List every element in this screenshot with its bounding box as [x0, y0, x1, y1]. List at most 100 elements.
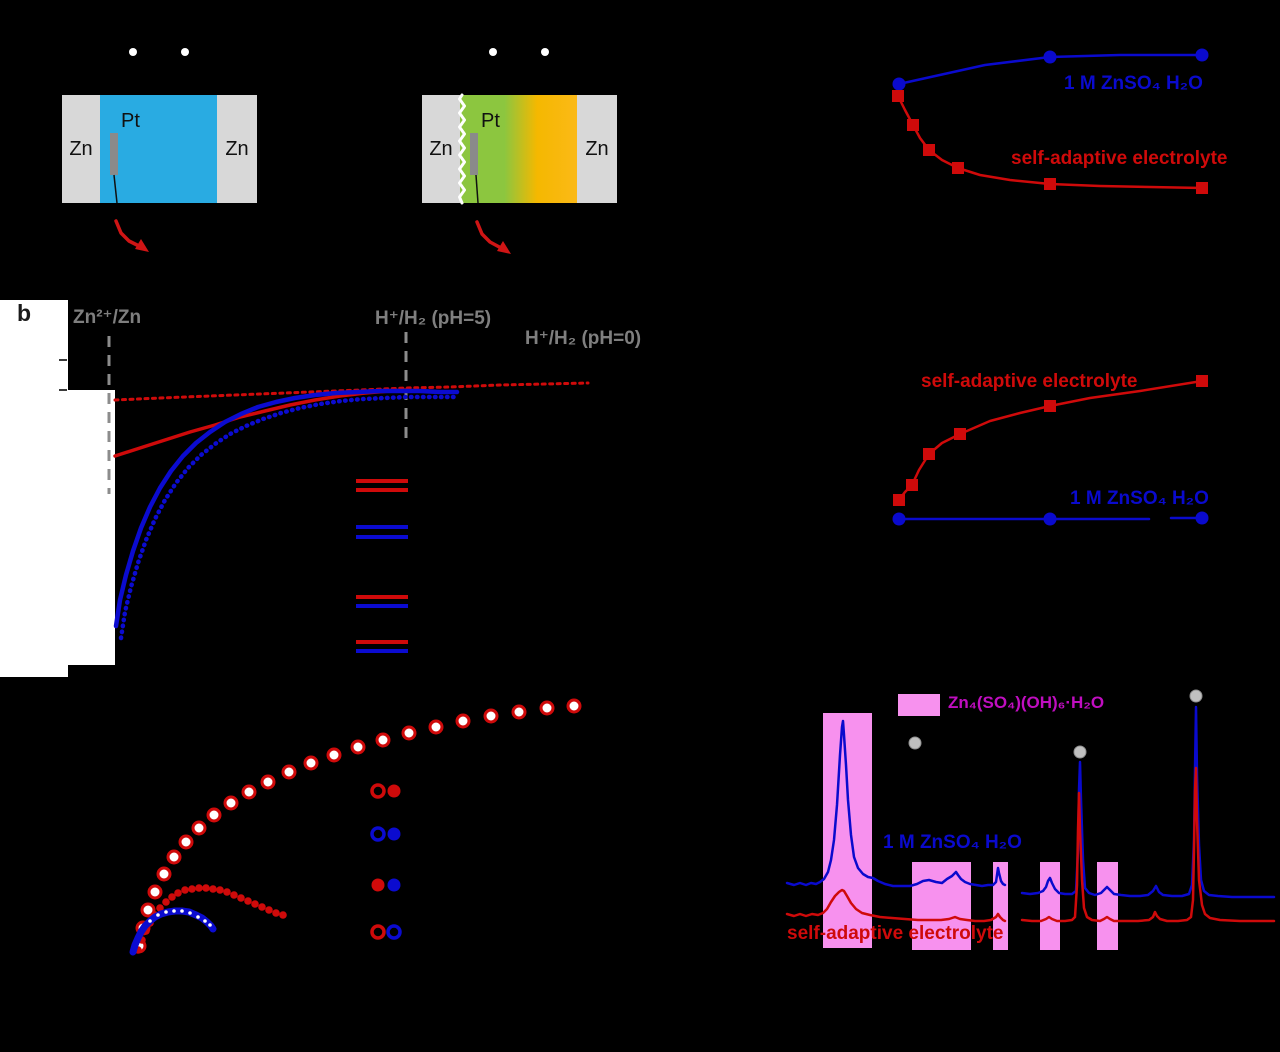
xrd-highlight-band: [823, 713, 872, 948]
eis-nyquist-red-large-arc-open-circles-marker: [428, 719, 444, 735]
eis-nyquist-red-small-arc-dots-marker: [202, 884, 210, 892]
top-right-decay-self-adaptive-electrolyte-marker: [1196, 182, 1208, 194]
zn-electrode: Zn: [62, 95, 100, 203]
b-legend-bar-blue: [356, 535, 408, 539]
eis-legend-marker-blue-open: [370, 826, 386, 842]
eis-nyquist-red-small-arc-dots-marker: [151, 911, 159, 919]
eis-nyquist-red-small-arc-dots-marker: [251, 900, 259, 908]
top-right-decay-1-m-znso-h-o-marker: [1195, 48, 1209, 62]
panel-letter-b: b: [17, 300, 32, 326]
middle-right-rise-self-adaptive-electrolyte-marker: [893, 494, 905, 506]
eis-nyquist-blue-arc-open-centers-marker: [164, 910, 168, 914]
pt-electrode-label: Pt: [481, 110, 500, 132]
eis-nyquist-red-small-arc-dots-marker: [195, 884, 203, 892]
pt-electrode: [470, 133, 478, 175]
eis-legend-marker-blue-solid: [387, 827, 401, 841]
top-right-decay-1-m-znso-h-o-marker: [892, 77, 906, 91]
eis-nyquist-red-small-arc-dots-marker: [162, 898, 170, 906]
xrd-patterns-zn-substrate-peak-dots-marker: [1073, 745, 1087, 759]
xrd-legend-swatch: [898, 694, 940, 716]
eis-nyquist-red-large-arc-open-circles-marker: [350, 739, 366, 755]
eis-nyquist-red-small-arc-dots-marker: [142, 927, 150, 935]
eis-nyquist-red-small-arc-dots-marker: [265, 906, 273, 914]
eis-nyquist-red-large-arc-open-circles-marker: [375, 732, 391, 748]
b-legend-bar-blue: [356, 649, 408, 653]
eis-nyquist-red-large-arc-open-circles-marker: [326, 747, 342, 763]
b-legend-bar-red: [356, 488, 408, 492]
eis-legend-marker-blue-solid: [387, 878, 401, 892]
red-arrowhead: [135, 239, 149, 252]
eis-legend-marker-red-solid: [371, 878, 385, 892]
eis-nyquist-blue-arc-open-centers-marker: [203, 919, 207, 923]
middle-right-rise-self-adaptive-electrolyte-marker: [954, 428, 966, 440]
eis-nyquist-red-large-arc-open-circles-marker: [401, 725, 417, 741]
eis-nyquist-red-large-arc-open-circles-marker: [539, 700, 555, 716]
zn-electrode: Zn: [577, 95, 617, 203]
eis-nyquist-red-small-arc-dots-marker: [230, 891, 238, 899]
eis-nyquist-red-large-arc-open-circles-marker: [260, 774, 276, 790]
zn-electrode-label: Zn: [69, 137, 93, 160]
middle-right-rise-1-m-znso-h-o-marker: [1043, 512, 1057, 526]
terminal-dot: [541, 48, 549, 56]
panel-b-potential-curves-red-solid-rise: [113, 388, 408, 458]
eis-nyquist-red-large-arc-open-circles-marker: [223, 795, 239, 811]
eis-nyquist-red-large-arc-open-circles-marker: [140, 902, 156, 918]
eis-nyquist-blue-arc-open-centers-marker: [180, 909, 184, 913]
pt-electrode: [110, 133, 118, 175]
zn-electrode: Zn: [217, 95, 257, 203]
eis-nyquist-red-large-arc-open-circles-marker: [566, 698, 582, 714]
eis-nyquist-blue-arc-open-centers-marker: [208, 923, 212, 927]
eis-nyquist-red-small-arc-dots-marker: [156, 904, 164, 912]
eis-nyquist-red-small-arc-dots-marker: [258, 903, 266, 911]
zn-electrode: Zn: [422, 95, 460, 203]
zn-electrode-label: Zn: [429, 137, 453, 160]
xrd-patterns-1-m-znso-h-o: [1020, 705, 1276, 899]
series-label-self-adaptive: self-adaptive electrolyte: [787, 923, 1004, 944]
eis-nyquist-red-large-arc-open-circles-marker: [281, 764, 297, 780]
top-right-decay-self-adaptive-electrolyte-marker: [923, 144, 935, 156]
self-adaptive-electrolyte-gradient: [460, 95, 577, 203]
eis-nyquist-blue-small-arc: [129, 907, 217, 956]
series-label-znso4: 1 M ZnSO₄ H₂O: [883, 832, 1022, 853]
series-label-self-adaptive: self-adaptive electrolyte: [1011, 148, 1228, 169]
eis-nyquist-red-large-arc-open-circles-marker: [483, 708, 499, 724]
b-legend-bar-red: [356, 479, 408, 483]
red-arrow: [114, 219, 143, 249]
xrd-patterns-1-m-znso-h-o: [785, 719, 1007, 888]
top-right-decay-self-adaptive-electrolyte-marker: [907, 119, 919, 131]
eis-nyquist-blue-arc-open-centers-marker: [188, 911, 192, 915]
eis-nyquist-red-large-arc-open-circles-marker: [178, 834, 194, 850]
eis-nyquist-red-small-arc-dots-marker: [216, 886, 224, 894]
series-label-znso4: 1 M ZnSO₄ H₂O: [1070, 488, 1209, 509]
eis-nyquist-red-large-arc-open-circles-marker: [303, 755, 319, 771]
eis-nyquist-red-large-arc-open-circles-marker: [156, 866, 172, 882]
eis-nyquist-red-small-arc-dots-marker: [168, 893, 176, 901]
b-legend-bar-blue: [356, 604, 408, 608]
eis-nyquist-red-large-arc-open-circles-marker: [455, 713, 471, 729]
eis-nyquist-red-small-arc-dots-marker: [223, 888, 231, 896]
eis-legend-marker-red-open: [370, 924, 386, 940]
cell-schematic-aqueous: Zn Zn Pt: [62, 95, 257, 203]
xrd-highlight-band: [1097, 862, 1118, 950]
b-legend-bar-blue: [356, 525, 408, 529]
b-legend-bar-red: [356, 640, 408, 644]
panel-b-potential-curves-blue-solid-rise: [113, 388, 460, 629]
middle-right-rise-self-adaptive-electrolyte-marker: [1196, 375, 1208, 387]
middle-right-rise-1-m-znso-h-o-marker: [892, 512, 906, 526]
top-right-decay-1-m-znso-h-o-marker: [1043, 50, 1057, 64]
eis-nyquist-red-small-arc-dots-marker: [188, 885, 196, 893]
eis-nyquist-red-large-arc-open-circles-marker: [166, 849, 182, 865]
pt-electrode-label: Pt: [121, 110, 140, 132]
series-label-znso4: 1 M ZnSO₄ H₂O: [1064, 73, 1203, 94]
eis-nyquist-blue-arc-open-centers-marker: [196, 915, 200, 919]
eis-legend-marker-blue-open: [386, 924, 402, 940]
middle-right-rise-self-adaptive-electrolyte-marker: [906, 479, 918, 491]
panel-b-potential-curves-red-dotted-flat: [113, 381, 590, 402]
xrd-patterns-self-adaptive-electrolyte: [1020, 766, 1276, 923]
middle-right-rise-self-adaptive-electrolyte-marker: [1044, 400, 1056, 412]
terminal-dot: [129, 48, 137, 56]
panel-b-white-area-right: [68, 390, 115, 665]
xrd-patterns-zn-substrate-peak-dots-marker: [1189, 689, 1203, 703]
aqueous-electrolyte: [100, 95, 217, 203]
